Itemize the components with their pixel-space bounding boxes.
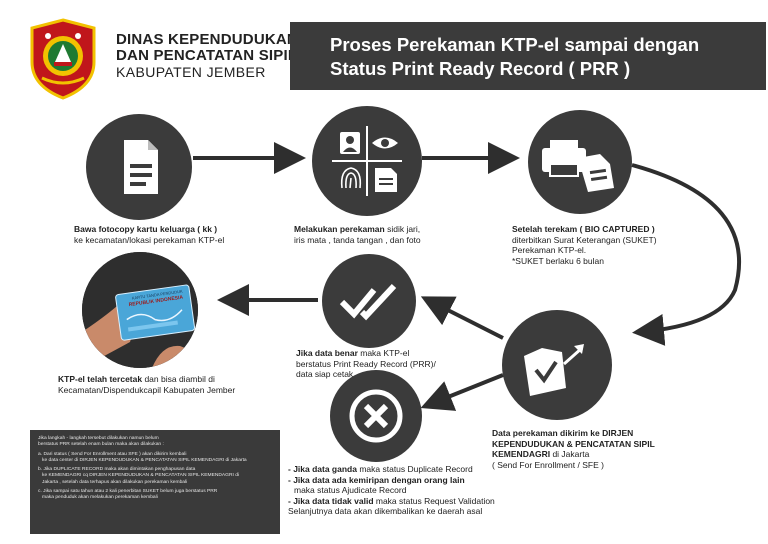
note-b-1: b. Jika DUPLICATE RECORD maka akan dimin…	[38, 467, 196, 473]
note-intro-1: Jika langkah - langkah tersebut dilakuka…	[38, 436, 159, 441]
step-5-circle	[322, 254, 416, 348]
step-3-text: Setelah terekam ( BIO CAPTURED ) diterbi…	[512, 224, 732, 266]
printer-icon	[542, 140, 614, 192]
step-5-inline: maka KTP-el	[357, 348, 410, 358]
note-b-3: Jakarta , setelah data terhapus akan dil…	[42, 479, 188, 485]
step-6-inline: dan bisa diambil di	[142, 374, 215, 384]
step-3-line-4: *SUKET berlaku 6 bulan	[512, 255, 604, 266]
step-3-line-3: Perekaman KTP-el.	[512, 245, 587, 255]
step-4-line-3-rest: di Jakarta	[550, 449, 590, 459]
agency-line-3: KABUPATEN JEMBER	[116, 64, 266, 80]
step-6-text: KTP-el telah tercetak dan bisa diambil d…	[58, 374, 288, 395]
step-2-circle	[312, 106, 422, 216]
note-box: Jika langkah - langkah tersebut dilakuka…	[30, 430, 280, 534]
step-6-circle	[330, 370, 422, 462]
step-1-text: Bawa fotocopy kartu keluarga ( kk ) ke k…	[74, 224, 294, 245]
step-2-inline: sidik jari,	[384, 224, 421, 234]
step-4-line-1: Data perekaman dikirim ke DIRJEN	[492, 428, 634, 438]
outcome-item: - Jika data ada kemiripan dengan orang l…	[288, 474, 465, 485]
double-check-icon	[339, 283, 397, 321]
note-c-2: maka penduduk akan melakukan perekaman k…	[42, 495, 158, 501]
outcome-item: Selanjutnya data akan dikembalikan ke da…	[288, 506, 483, 517]
step-2-bold: Melakukan perekaman	[294, 224, 385, 234]
step-1-circle	[86, 114, 192, 220]
title-line-2: Status Print Ready Record ( PRR )	[330, 58, 631, 79]
step-1-rest: ke kecamatan/lokasi perekaman KTP-el	[74, 234, 225, 245]
step-2-rest: iris mata , tanda tangan , dan foto	[294, 234, 421, 245]
note-a-1: a. Dari status ( Send For Enrollment ata…	[38, 451, 187, 457]
step-2-text: Melakukan perekaman sidik jari, iris mat…	[294, 224, 494, 245]
agency-line-1: DINAS KEPENDUDUKAN	[116, 31, 298, 48]
note-intro-2: berstatus PRR setelah enam bulan maka ak…	[38, 442, 164, 448]
step-3-bold: Setelah terekam ( BIO CAPTURED )	[512, 224, 655, 234]
step-1-bold: Bawa fotocopy kartu keluarga ( kk )	[74, 224, 218, 234]
note-a-2: ke data center di DIRJEN KEPENDUDUKAN & …	[42, 457, 247, 463]
document-icon	[124, 140, 158, 194]
step-3-circle	[528, 110, 632, 214]
cross-circle-icon	[349, 389, 403, 443]
step-4-line-4: ( Send For Enrollment / SFE )	[492, 459, 604, 470]
title-banner: Proses Perekaman KTP-el sampai dengan St…	[290, 22, 766, 90]
step-5-bold: Jika data benar	[296, 348, 358, 358]
step-6-bold: KTP-el telah tercetak	[58, 374, 143, 384]
fingerprint-icon	[340, 167, 362, 189]
outcome-item: maka status Ajudicate Record	[294, 485, 407, 496]
arrow-4-5	[420, 296, 504, 340]
step-5-text: Jika data benar maka KTP-el berstatus Pr…	[296, 348, 476, 380]
send-check-icon	[524, 344, 584, 396]
ktp-photo-circle: KARTU TANDA PENDUDUK REPUBLIK INDONESIA	[82, 252, 198, 368]
outcome-list: - Jika data ganda maka status Duplicate …	[288, 464, 548, 517]
agency-line-2: DAN PENCATATAN SIPIL	[116, 47, 298, 64]
outcome-item: - Jika data ganda maka status Duplicate …	[288, 464, 473, 474]
outcome-item: - Jika data tidak valid maka status Requ…	[288, 495, 495, 506]
arrow-3-4	[631, 163, 741, 346]
step-6-line-2: Kecamatan/Dispendukcapil Kabupaten Jembe…	[58, 384, 236, 395]
step-4-circle	[502, 310, 612, 420]
agency-name: DINAS KEPENDUDUKAN DAN PENCATATAN SIPIL …	[116, 31, 298, 81]
jember-logo	[28, 18, 98, 100]
step-5-line-2: berstatus Print Ready Record (PRR)/	[296, 358, 436, 369]
arrow-4-6	[420, 373, 504, 411]
doc-sign-icon	[375, 168, 397, 192]
title-line-1: Proses Perekaman KTP-el sampai dengan	[330, 34, 700, 55]
eye-icon	[372, 137, 398, 149]
step-4-line-2: KEPENDUDUKAN & PENCATATAN SIPIL	[492, 438, 655, 449]
step-3-line-2: diterbitkan Surat Keterangan (SUKET)	[512, 234, 657, 245]
note-c-1: c. Jika sampai satu tahun atau 2 kali pe…	[38, 489, 218, 495]
page-title: Proses Perekaman KTP-el sampai dengan St…	[330, 33, 699, 81]
step-4-text: Data perekaman dikirim ke DIRJEN KEPENDU…	[492, 428, 732, 470]
step-5-line-3: data siap cetak	[296, 369, 354, 379]
note-b-2: ke KEMENDAGRI cq DIRJEN KEPENDUDUKAN & P…	[42, 473, 240, 479]
ktp-card-photo: KARTU TANDA PENDUDUK REPUBLIK INDONESIA	[82, 252, 198, 368]
id-photo-icon	[340, 132, 360, 154]
step-4-line-3: KEMENDAGRI	[492, 449, 551, 459]
